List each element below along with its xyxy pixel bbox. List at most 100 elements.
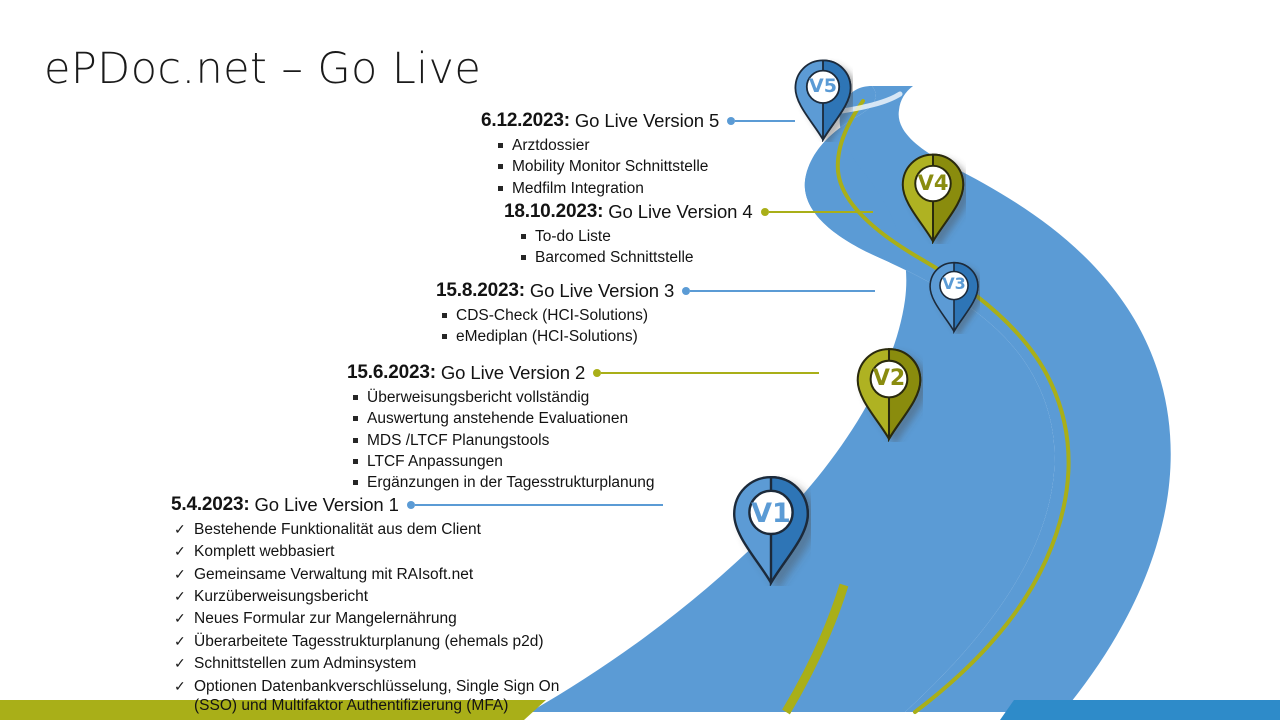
list-item-label: To-do Liste [535, 227, 611, 245]
list-item-label: Optionen Datenbankverschlüsselung, Singl… [194, 677, 560, 714]
list-item-label: Ergänzungen in der Tagesstrukturplanung [367, 474, 655, 492]
list-item-label: Kurzüberweisungsbericht [194, 588, 369, 606]
list-item-label: Bestehende Funktionalität aus dem Client [194, 520, 481, 538]
map-pin-v2[interactable]: V2 [855, 346, 923, 442]
square-bullet-icon [498, 164, 503, 170]
list-item: ✓ Schnittstellen zum Adminsystem [174, 654, 663, 673]
list-item-label: Arztdossier [512, 136, 590, 154]
road-center-line-bottom [782, 583, 849, 715]
square-bullet-icon [521, 233, 526, 239]
list-item: ✓ Überarbeitete Tagesstrukturplanung (ehe… [174, 632, 663, 651]
milestone-v3-title: Go Live Version 3 [529, 280, 675, 302]
square-bullet-icon [353, 437, 358, 443]
connector-line [690, 289, 876, 292]
list-item: MDS /LTCF Planungstools [353, 431, 819, 450]
milestone-v2-date: 15.6.2023: [347, 362, 436, 383]
list-item-label: Neues Formular zur Mangelernährung [194, 610, 457, 628]
list-item: Mobility Monitor Schnittstelle [498, 157, 795, 176]
check-bullet-icon: ✓ [174, 565, 186, 582]
list-item: eMediplan (HCI-Solutions) [442, 327, 875, 346]
milestone-v2-title: Go Live Version 2 [440, 362, 586, 384]
milestone-v2-header: 15.6.2023: Go Live Version 2 [347, 362, 820, 384]
list-item-label: Mobility Monitor Schnittstelle [512, 158, 709, 176]
map-pin-v5[interactable]: V5 [793, 58, 853, 142]
milestone-v5-header: 6.12.2023: Go Live Version 5 [481, 110, 796, 132]
milestone-v3-list: CDS-Check (HCI-Solutions) eMediplan (HCI… [442, 306, 875, 347]
square-bullet-icon [353, 394, 358, 400]
map-pin-v1[interactable]: V1 [731, 474, 811, 586]
list-item-label: Überweisungsbericht vollständig [367, 388, 590, 406]
milestone-v1-title: Go Live Version 1 [254, 494, 399, 516]
pin-icon [929, 261, 979, 334]
list-item-label: Auswertung anstehende Evaluationen [367, 410, 629, 428]
square-bullet-icon [442, 334, 447, 340]
milestone-v5-connector [727, 116, 796, 125]
list-item: ✓ Kurzüberweisungsbericht [174, 587, 663, 606]
milestone-v4-connector [760, 207, 873, 216]
list-item-label: LTCF Anpassungen [367, 453, 503, 471]
list-item: ✓ Bestehende Funktionalität aus dem Clien… [174, 520, 663, 539]
milestone-v1-connector [406, 500, 663, 509]
check-bullet-icon: ✓ [174, 677, 186, 694]
list-item: ✓ Neues Formular zur Mangelernährung [174, 609, 663, 628]
pin-icon [856, 348, 922, 442]
list-item: Auswertung anstehende Evaluationen [353, 409, 819, 428]
list-item: ✓ Optionen Datenbankverschlüsselung, Sing… [174, 677, 663, 716]
milestone-v4-title: Go Live Version 4 [608, 201, 753, 223]
milestone-v5-title: Go Live Version 5 [574, 110, 720, 132]
pin-icon [901, 153, 965, 244]
road-center-line [835, 99, 1071, 714]
map-pin-v4[interactable]: V4 [900, 152, 966, 244]
milestone-v1: 5.4.2023: Go Live Version 1 ✓ Bestehende … [171, 495, 663, 718]
check-bullet-icon: ✓ [174, 655, 186, 672]
road-left-bank [530, 86, 1055, 712]
milestone-v3-date: 15.8.2023: [436, 280, 525, 301]
connector-line [414, 503, 663, 506]
connector-dot [406, 500, 415, 509]
list-item: Überweisungsbericht vollständig [353, 388, 819, 407]
connector-line [601, 371, 820, 374]
connector-dot [682, 286, 691, 295]
list-item: LTCF Anpassungen [353, 452, 819, 471]
milestone-v1-header: 5.4.2023: Go Live Version 1 [171, 495, 663, 515]
list-item: ✓Gemeinsame Verwaltung mit RAIsoft.net [174, 565, 663, 584]
square-bullet-icon [498, 185, 503, 191]
milestone-v2-list: Überweisungsbericht vollständig Auswertu… [353, 388, 819, 493]
map-pin-v3[interactable]: V3 [928, 260, 980, 334]
milestone-v5-date: 6.12.2023: [481, 110, 570, 131]
check-bullet-icon: ✓ [174, 632, 186, 649]
list-item: To-do Liste [521, 227, 873, 246]
square-bullet-icon [521, 255, 526, 261]
milestone-v4-date: 18.10.2023: [504, 201, 604, 222]
list-item: Medfilm Integration [498, 179, 795, 198]
connector-dot [593, 368, 602, 377]
check-bullet-icon: ✓ [174, 610, 186, 627]
pin-icon [794, 59, 852, 142]
list-item-label: Schnittstellen zum Adminsystem [194, 655, 417, 673]
milestone-v4: 18.10.2023: Go Live Version 4 To-do List… [504, 202, 873, 270]
square-bullet-icon [353, 480, 358, 486]
list-item-label: Medfilm Integration [512, 179, 644, 197]
check-bullet-icon: ✓ [174, 520, 186, 537]
milestone-v1-list: ✓ Bestehende Funktionalität aus dem Clien… [174, 520, 663, 715]
list-item-label: eMediplan (HCI-Solutions) [456, 328, 638, 346]
bottom-bar-blue [1000, 700, 1280, 720]
pin-icon [732, 475, 810, 586]
milestone-v2-connector [593, 368, 820, 377]
milestone-v5-list: Arztdossier Mobility Monitor Schnittstel… [498, 136, 795, 198]
square-bullet-icon [498, 142, 503, 148]
connector-line [768, 210, 873, 213]
milestone-v2: 15.6.2023: Go Live Version 2 Überweisung… [347, 362, 820, 495]
milestone-v4-header: 18.10.2023: Go Live Version 4 [504, 202, 873, 222]
bottom-bar-olive [0, 700, 546, 720]
page-title: ePDoc.net – Go Live [44, 44, 482, 94]
list-item: Barcomed Schnittstelle [521, 248, 873, 267]
check-bullet-icon: ✓ [174, 588, 186, 605]
list-item-label: Komplett webbasiert [194, 543, 335, 561]
list-item: ✓Komplett webbasiert [174, 542, 663, 561]
square-bullet-icon [353, 416, 358, 422]
milestone-v4-list: To-do Liste Barcomed Schnittstelle [521, 227, 873, 268]
list-item-label: Überarbeitete Tagesstrukturplanung (ehem… [194, 632, 544, 650]
